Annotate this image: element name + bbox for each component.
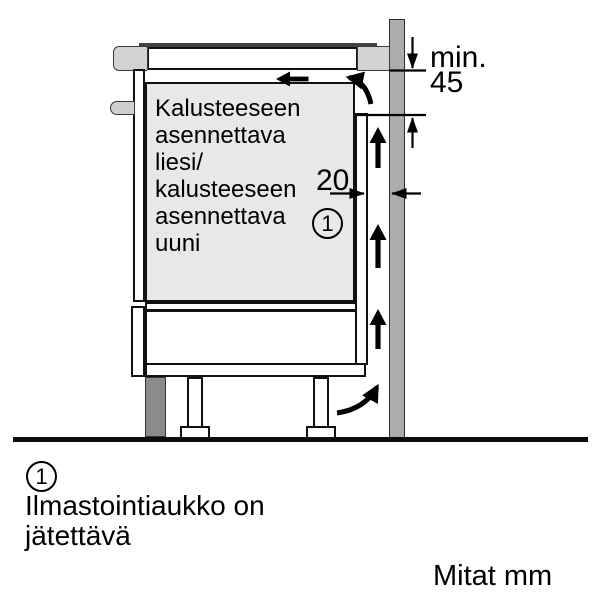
legend-callout-1-marker: 1: [26, 461, 57, 492]
dimension-min-prefix: min.: [430, 41, 487, 74]
drawer-box: [145, 310, 357, 365]
rear-leg-base: [306, 426, 336, 439]
cabinet-front-panel: [131, 306, 145, 377]
control-knob: [110, 101, 135, 115]
worktop-slab: [147, 47, 358, 70]
wall: [389, 19, 405, 438]
rear-leg-stem: [313, 377, 329, 428]
plinth-block: [145, 377, 166, 437]
rear-filler-strip: [357, 46, 390, 71]
callout-1-marker: 1: [312, 208, 343, 239]
legend-callout-1-number: 1: [35, 463, 48, 489]
units-note: Mitat mm: [433, 560, 553, 592]
front-leg-base: [180, 426, 210, 439]
cabinet-bottom-rail: [145, 363, 366, 377]
front-leg-stem: [187, 377, 203, 428]
floor-line: [13, 437, 588, 442]
worktop-front-trim: [113, 46, 148, 71]
dimension-min-value: 45: [430, 66, 464, 99]
airflow-curve-bottom: [336, 383, 380, 416]
callout-1-number: 1: [321, 210, 334, 236]
cabinet-side-panel: [133, 69, 145, 302]
dimension-label-min-45: min. 45: [430, 41, 487, 99]
dimension-label-20: 20: [316, 164, 350, 197]
legend-text: Ilmastointiaukko on jätettävä: [25, 490, 265, 551]
worktop-surface: [139, 43, 377, 48]
appliance-box: [145, 82, 355, 302]
appliance-label: Kalusteeseen asennettava liesi/ kalustee…: [155, 95, 301, 257]
